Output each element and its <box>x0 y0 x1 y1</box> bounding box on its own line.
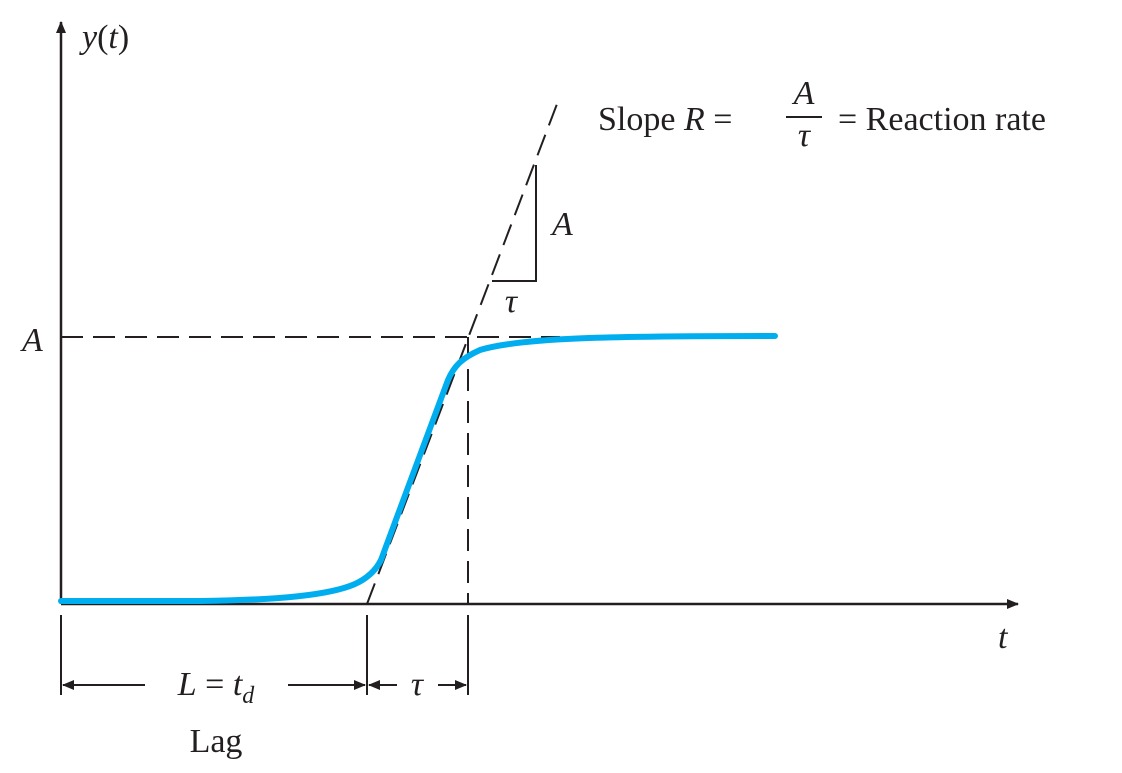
tau-dimension-label: τ <box>411 666 425 703</box>
y-axis-label: y(t) <box>79 19 129 56</box>
slope-triangle <box>492 165 537 282</box>
lag-word-label: Lag <box>190 723 243 760</box>
level-A-label: A <box>20 322 43 359</box>
slope-denominator: τ <box>798 117 812 154</box>
triangle-run-label: τ <box>505 283 519 320</box>
reaction-rate-label: = Reaction rate <box>838 101 1046 138</box>
lag-equation-label: L = td <box>177 666 256 709</box>
triangle-rise-label: A <box>550 206 573 243</box>
slope-numerator: A <box>792 75 815 112</box>
tangent-dashed-line <box>366 103 558 605</box>
t-axis-label: t <box>998 619 1009 656</box>
response-curve <box>58 333 778 604</box>
slope-label: Slope R = <box>598 101 732 138</box>
